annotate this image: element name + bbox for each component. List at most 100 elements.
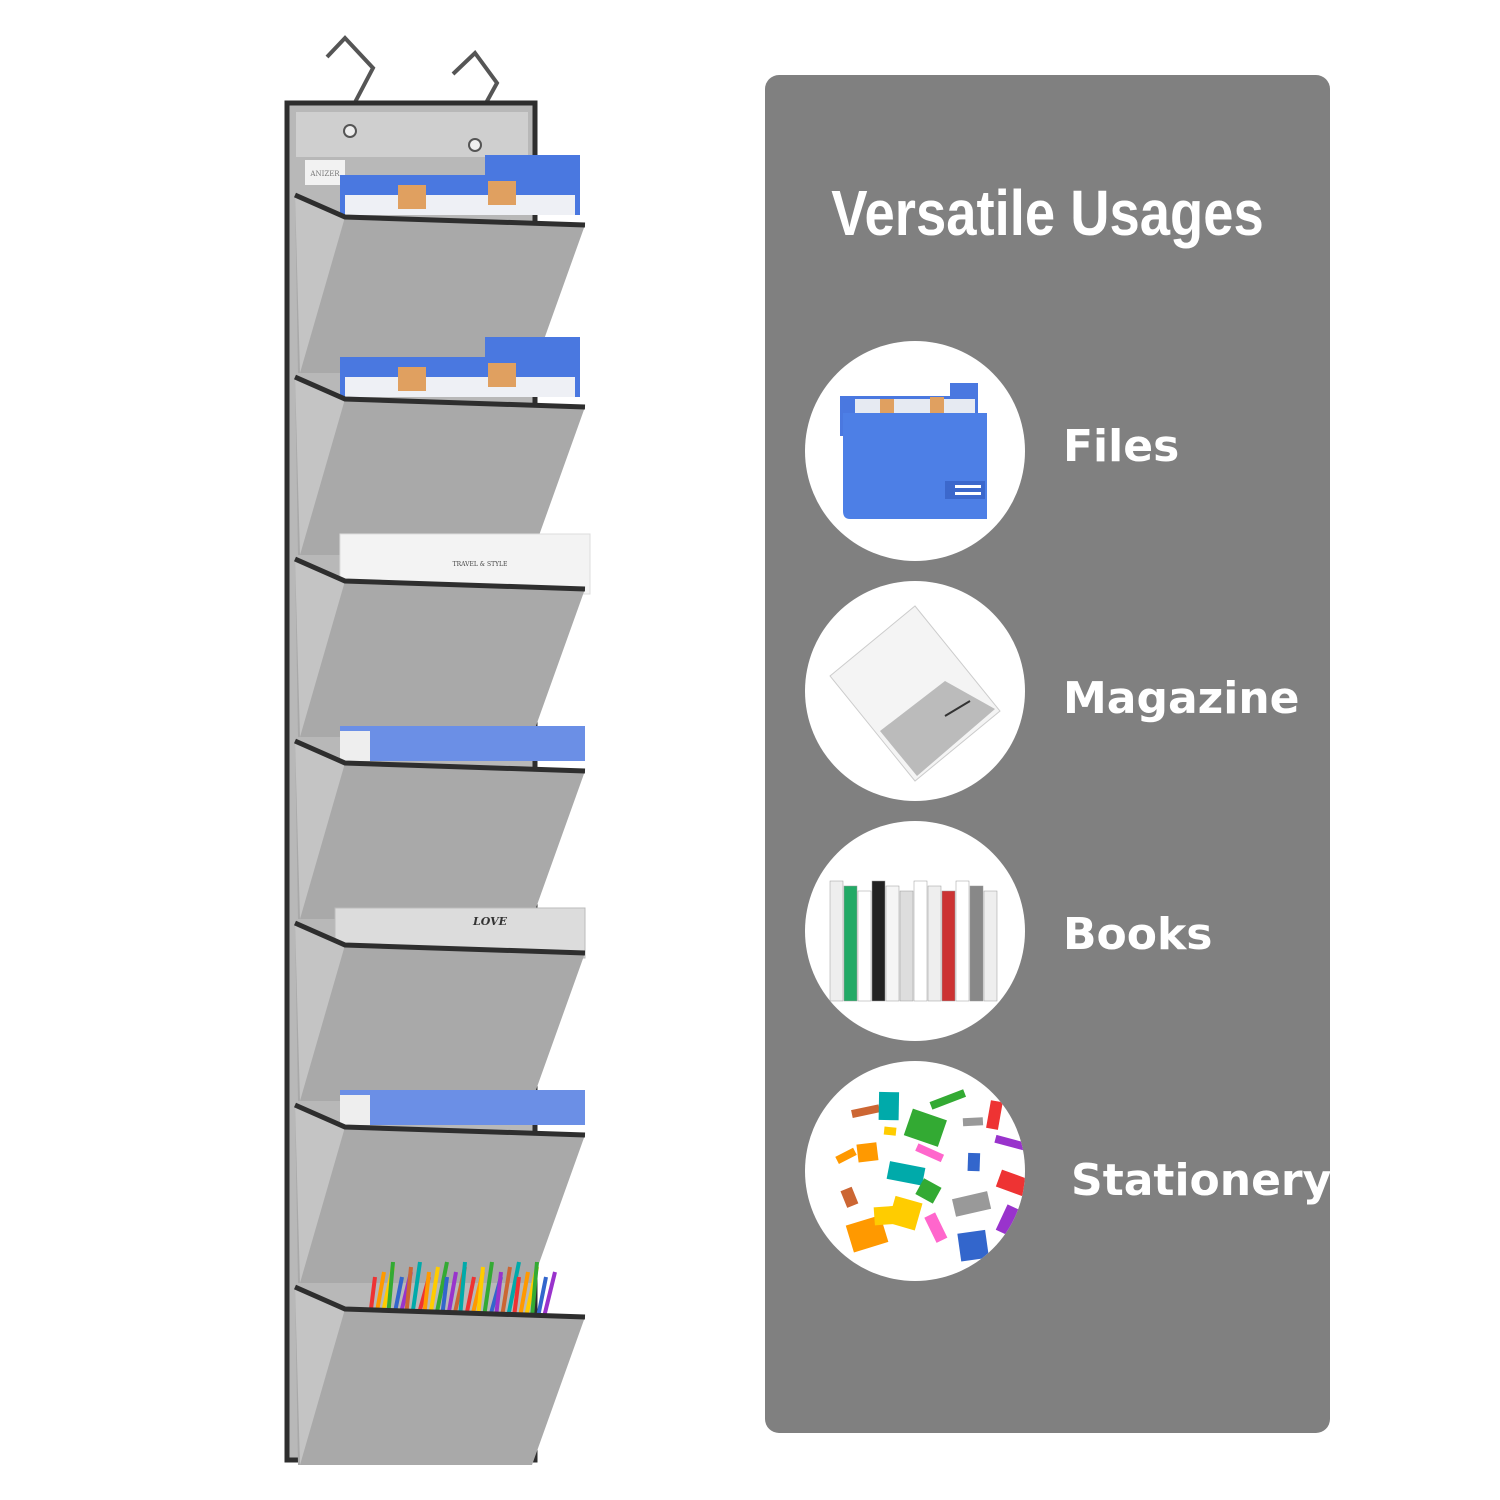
stationery-item bbox=[924, 1212, 948, 1243]
usage-label: Files bbox=[1063, 421, 1180, 472]
book-spine bbox=[857, 890, 872, 1002]
stationery-item bbox=[851, 1104, 881, 1118]
stationery-item bbox=[986, 1100, 1003, 1130]
usage-label: Magazine bbox=[1063, 673, 1300, 724]
pencil bbox=[482, 1261, 494, 1318]
book-spine bbox=[941, 890, 956, 1002]
book-title-text: LOVE bbox=[472, 915, 508, 928]
stationery-item bbox=[883, 1126, 897, 1136]
pencil bbox=[428, 1266, 440, 1318]
stationery-item bbox=[962, 1117, 984, 1127]
stationery-item bbox=[878, 1091, 900, 1121]
book-spine bbox=[983, 890, 998, 1002]
stationery-item bbox=[994, 1134, 1025, 1152]
book-spine bbox=[829, 880, 844, 1002]
book-spine bbox=[843, 885, 858, 1002]
pocket-trim bbox=[293, 1284, 586, 1320]
panel-title: Versatile Usages bbox=[831, 177, 1264, 249]
grommet bbox=[343, 124, 357, 138]
pocket-trim bbox=[293, 738, 586, 774]
stationery-item bbox=[929, 1089, 967, 1110]
stationery-item bbox=[957, 1229, 989, 1262]
stationery-item bbox=[995, 1169, 1025, 1197]
binder bbox=[340, 1090, 585, 1125]
stationery-item bbox=[915, 1143, 945, 1163]
pocket bbox=[293, 337, 586, 555]
pencil bbox=[464, 1276, 476, 1318]
pocket-trim bbox=[293, 374, 586, 410]
usage-label: Stationery bbox=[1071, 1155, 1332, 1206]
stationery-item bbox=[840, 1186, 859, 1208]
pocket bbox=[293, 726, 586, 919]
pocket bbox=[293, 155, 586, 373]
tab bbox=[398, 185, 426, 209]
usage-label: Books bbox=[1063, 909, 1213, 960]
pencil bbox=[446, 1271, 458, 1318]
book-spine bbox=[927, 885, 942, 1002]
book-spine bbox=[871, 880, 886, 1002]
pencil bbox=[542, 1271, 557, 1318]
pocket bbox=[293, 1090, 586, 1283]
folder-icon bbox=[805, 341, 1025, 561]
stationery-item bbox=[873, 1205, 903, 1226]
tab bbox=[398, 367, 426, 391]
stationery-item bbox=[856, 1142, 879, 1163]
pencil bbox=[536, 1276, 548, 1318]
binder-spine bbox=[340, 1095, 370, 1125]
pencil bbox=[434, 1261, 449, 1318]
pocket-front bbox=[295, 559, 585, 737]
brand-tag-text: ANIZER bbox=[309, 170, 340, 178]
pencil bbox=[530, 1261, 539, 1318]
pocket-trim bbox=[293, 556, 586, 592]
magazine-icon bbox=[805, 581, 1025, 801]
pencil bbox=[458, 1261, 467, 1318]
stationery-item bbox=[835, 1147, 857, 1164]
stationery-item bbox=[995, 1204, 1025, 1239]
stationery-item bbox=[967, 1152, 981, 1172]
binder bbox=[340, 726, 585, 761]
usage-stationery: Stationery bbox=[805, 1061, 1331, 1281]
book-spine bbox=[913, 880, 928, 1002]
pocket-trim bbox=[293, 1102, 586, 1138]
pocket-front bbox=[295, 1105, 585, 1283]
pocket-side bbox=[295, 1105, 345, 1283]
pocket-front bbox=[295, 1287, 585, 1465]
pencil bbox=[476, 1266, 485, 1318]
brand-tag bbox=[305, 160, 345, 185]
pocket-front bbox=[295, 377, 585, 555]
pocket-front bbox=[295, 195, 585, 373]
pocket-side bbox=[295, 377, 345, 555]
book-spine bbox=[885, 885, 900, 1002]
paper bbox=[345, 377, 575, 397]
pocket bbox=[293, 1261, 586, 1465]
stationery-item bbox=[915, 1178, 942, 1204]
pencil bbox=[518, 1271, 530, 1318]
pencil bbox=[506, 1261, 521, 1318]
tab bbox=[488, 363, 516, 387]
stationery-icon bbox=[805, 1061, 1025, 1281]
tab bbox=[488, 181, 516, 205]
pencil bbox=[410, 1261, 422, 1318]
usage-books: Books bbox=[805, 821, 1305, 1041]
paper bbox=[345, 195, 575, 215]
pocket-trim bbox=[293, 192, 586, 228]
books-icon bbox=[805, 821, 1025, 1041]
book-spine bbox=[955, 880, 970, 1002]
stationery-item bbox=[903, 1108, 947, 1147]
book-spine bbox=[899, 890, 914, 1002]
stationery-item bbox=[818, 1088, 833, 1102]
stationery-item bbox=[952, 1191, 992, 1217]
top-strip bbox=[296, 112, 528, 157]
pocket-trim bbox=[293, 920, 586, 956]
pocket-side bbox=[295, 741, 345, 919]
binder-spine bbox=[340, 731, 370, 761]
pocket-side bbox=[295, 923, 345, 1101]
pencil bbox=[512, 1276, 521, 1318]
pocket-front bbox=[295, 923, 585, 1101]
pocket-side bbox=[295, 559, 345, 737]
pocket-side bbox=[295, 195, 345, 373]
pocket-front bbox=[295, 741, 585, 919]
pocket: LOVE bbox=[293, 907, 586, 1101]
pencil bbox=[500, 1266, 512, 1318]
